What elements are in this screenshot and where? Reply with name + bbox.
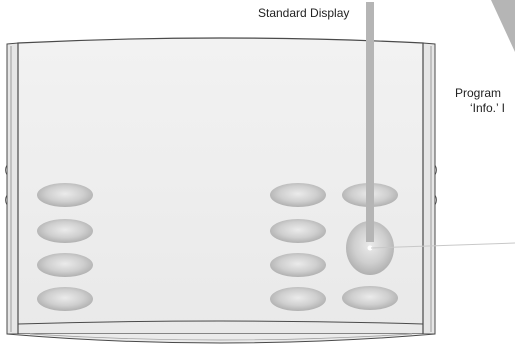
right-key-1a[interactable]: [270, 183, 326, 207]
right-key-4b[interactable]: [342, 286, 398, 310]
left-key-1[interactable]: [37, 183, 93, 207]
programme-leader-wedge: [491, 0, 515, 52]
bottom-lip-inner: [29, 333, 413, 341]
left-key-2[interactable]: [37, 219, 93, 243]
standard-display-label: Standard Display: [258, 6, 349, 20]
right-key-3a[interactable]: [270, 253, 326, 277]
left-key-3[interactable]: [37, 253, 93, 277]
right-bezel: [422, 42, 436, 335]
standard-display-leader: [366, 14, 374, 242]
bottom-lip-top: [17, 320, 424, 325]
left-keypad: [37, 183, 93, 311]
right-keypad: [270, 183, 398, 311]
programme-label-line2: ‘Info.’ I: [470, 101, 505, 115]
leader-endpoint-dot: [367, 245, 373, 251]
left-notch: [5, 164, 8, 206]
programme-label-line1: Program: [455, 86, 501, 100]
bottom-lip: [6, 333, 436, 344]
left-bezel: [6, 42, 19, 335]
label-occluder: [366, 2, 374, 22]
info-leader-line: [370, 242, 515, 249]
right-key-4a[interactable]: [270, 287, 326, 311]
left-key-4[interactable]: [37, 287, 93, 311]
right-notch: [434, 164, 437, 206]
right-key-2a[interactable]: [270, 219, 326, 243]
